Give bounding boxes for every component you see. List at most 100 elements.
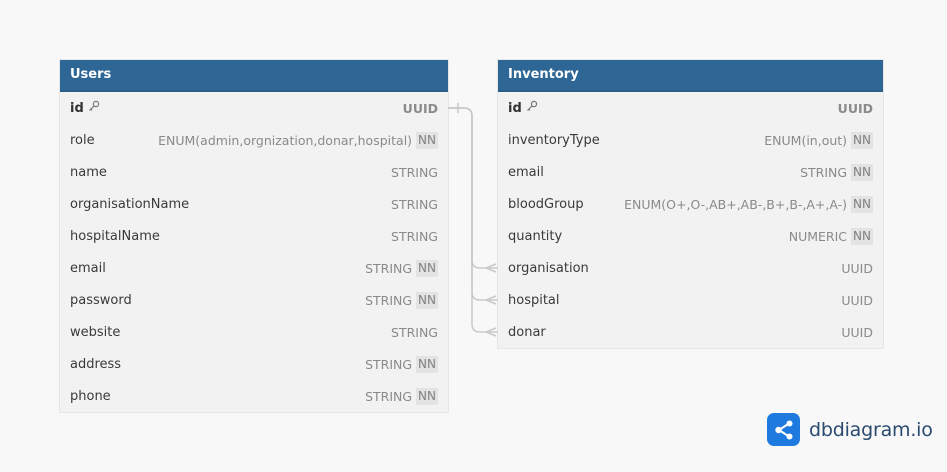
field-name: id — [70, 100, 100, 116]
field-name: website — [70, 325, 120, 340]
field-name: name — [70, 165, 107, 180]
not-null-badge: NN — [851, 195, 873, 213]
users-table-header[interactable]: Users — [60, 60, 448, 92]
inventory-field-donar[interactable]: donar UUID — [498, 316, 883, 348]
field-type: UUID — [403, 101, 438, 116]
field-name: address — [70, 357, 121, 372]
field-type: UUID — [841, 261, 873, 276]
field-name-text: id — [70, 100, 84, 116]
inventory-field-id[interactable]: id UUID — [498, 92, 883, 124]
field-type-text: UUID — [837, 100, 873, 116]
relation-line-hospital — [448, 107, 498, 301]
field-type-text: STRING — [391, 228, 438, 244]
not-null-badge: NN — [851, 163, 873, 181]
users-field-role[interactable]: role ENUM(admin,orgnization,donar,hospita… — [60, 124, 448, 156]
field-name: hospitalName — [70, 229, 160, 244]
field-type: UUID — [838, 101, 873, 116]
inventory-field-hospital[interactable]: hospital UUID — [498, 284, 883, 316]
field-name: quantity — [508, 229, 562, 244]
field-type: STRING — [391, 165, 438, 180]
field-name: email — [70, 261, 106, 276]
key-icon — [526, 100, 538, 116]
crowfoot-marker — [483, 327, 497, 337]
field-type-text: UUID — [402, 100, 438, 116]
not-null-badge: NN — [851, 131, 873, 149]
not-null-badge: NN — [416, 291, 438, 309]
users-field-hospitalName[interactable]: hospitalName STRING — [60, 220, 448, 252]
field-name-text: email — [70, 260, 106, 276]
field-type: ENUM(in,out)NN — [764, 131, 873, 149]
field-type: STRING — [391, 325, 438, 340]
field-name: phone — [70, 389, 111, 404]
field-name-text: hospital — [508, 292, 560, 308]
field-type: UUID — [841, 325, 873, 340]
field-name-text: inventoryType — [508, 132, 600, 148]
field-type-text: ENUM(O+,O-,AB+,AB-,B+,B-,A+,A-) — [624, 196, 848, 212]
field-name-text: phone — [70, 388, 111, 404]
inventory-field-bloodGroup[interactable]: bloodGroup ENUM(O+,O-,AB+,AB-,B+,B-,A+,A-… — [498, 188, 883, 220]
field-name-text: donar — [508, 324, 546, 340]
field-name-text: bloodGroup — [508, 196, 584, 212]
brand-watermark[interactable]: dbdiagram.io — [767, 413, 933, 446]
not-null-badge: NN — [851, 227, 873, 245]
field-type-text: STRING — [800, 164, 848, 180]
share-nodes-icon — [767, 413, 800, 446]
field-name-text: organisation — [508, 260, 589, 276]
field-type-text: ENUM(in,out) — [764, 132, 848, 148]
field-name-text: password — [70, 292, 132, 308]
relation-line-donar — [448, 107, 498, 333]
field-type-text: UUID — [841, 324, 873, 340]
field-type: STRING — [391, 229, 438, 244]
users-field-organisationName[interactable]: organisationName STRING — [60, 188, 448, 220]
field-name-text: organisationName — [70, 196, 190, 212]
not-null-badge: NN — [416, 259, 438, 277]
field-name: email — [508, 165, 544, 180]
field-name: role — [70, 133, 95, 148]
inventory-field-inventoryType[interactable]: inventoryType ENUM(in,out)NN — [498, 124, 883, 156]
field-name: organisation — [508, 261, 589, 276]
users-field-website[interactable]: website STRING — [60, 316, 448, 348]
inventory-table-header[interactable]: Inventory — [498, 60, 883, 92]
field-type: STRING — [391, 197, 438, 212]
field-name: id — [508, 100, 538, 116]
field-type-text: STRING — [365, 260, 413, 276]
key-icon — [88, 100, 100, 116]
users-table[interactable]: Users id UUID role ENUM(admin,orgnization,d… — [60, 60, 448, 412]
field-name-text: role — [70, 132, 95, 148]
field-type-text: UUID — [841, 260, 873, 276]
field-type: ENUM(admin,orgnization,donar,hospital)NN — [158, 131, 438, 149]
field-name-text: id — [508, 100, 522, 116]
users-field-id[interactable]: id UUID — [60, 92, 448, 124]
field-name: password — [70, 293, 132, 308]
crowfoot-marker — [483, 263, 497, 273]
not-null-badge: NN — [416, 387, 438, 405]
inventory-field-organisation[interactable]: organisation UUID — [498, 252, 883, 284]
field-name: donar — [508, 325, 546, 340]
field-type-text: STRING — [365, 356, 413, 372]
field-name: hospital — [508, 293, 560, 308]
crowfoot-marker — [483, 295, 497, 305]
field-name-text: hospitalName — [70, 228, 160, 244]
field-type: ENUM(O+,O-,AB+,AB-,B+,B-,A+,A-)NN — [624, 195, 873, 213]
field-type-text: UUID — [841, 292, 873, 308]
field-type-text: STRING — [365, 388, 413, 404]
field-type: UUID — [841, 293, 873, 308]
field-type-text: STRING — [391, 196, 438, 212]
users-field-name[interactable]: name STRING — [60, 156, 448, 188]
field-type-text: STRING — [365, 292, 413, 308]
field-type-text: NUMERIC — [788, 228, 848, 244]
field-name: bloodGroup — [508, 197, 584, 212]
